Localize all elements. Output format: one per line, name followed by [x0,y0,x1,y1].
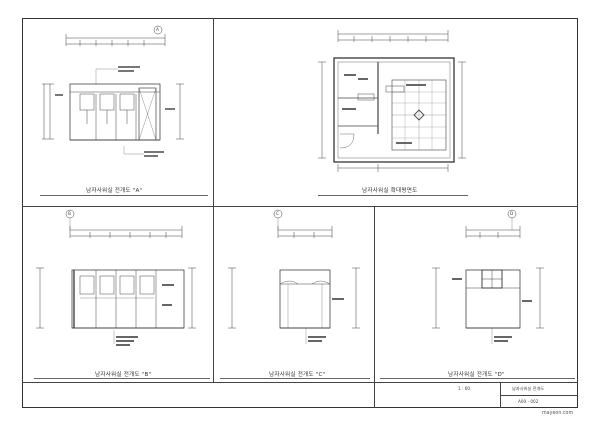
marker-b: B [68,211,71,216]
drawing-sheet-border [22,18,578,408]
watermark: mayeon.com [542,411,574,416]
marker-c: C [276,211,279,216]
marker-d: D [510,211,514,216]
elevation-a-title-underline [40,195,208,196]
elevation-a-title: 남자사워실 전개도 "A" [86,188,143,194]
enlarged-plan-title: 남자사워실 확대평면도 [362,188,418,194]
elevation-c-title: 남자사워실 전개도 "C" [269,372,326,378]
enlarged-plan-title-underline [318,195,468,196]
sheet-name: 남자사워실 전개도 [512,386,545,391]
elevation-d-drawing [432,209,544,344]
marker-a: A [156,27,159,32]
elevation-b-title: 남자사워실 전개도 "B" [95,372,152,378]
elevation-c-drawing [228,209,360,344]
divider-top-vertical [213,18,214,206]
divider-bottom-vertical-1 [213,206,214,382]
divider-title-block [22,382,578,383]
divider-middle-horizontal [22,206,578,207]
divider-bottom-vertical-2 [374,206,375,382]
title-block-row-line [500,395,578,396]
sheet-number: A00 - 002 [518,399,539,404]
elevation-d-title-underline [380,378,575,379]
elevation-d-title: 남자사워실 전개도 "D" [448,372,505,378]
title-block-divider-1 [374,382,375,408]
elevation-b-title-underline [34,378,210,379]
elevation-c-title-underline [220,378,370,379]
enlarged-plan-drawing [318,30,466,172]
elevation-b-drawing [36,209,196,346]
elevation-a-drawing [42,25,184,157]
scale-label: 1 : 60 [458,386,471,391]
